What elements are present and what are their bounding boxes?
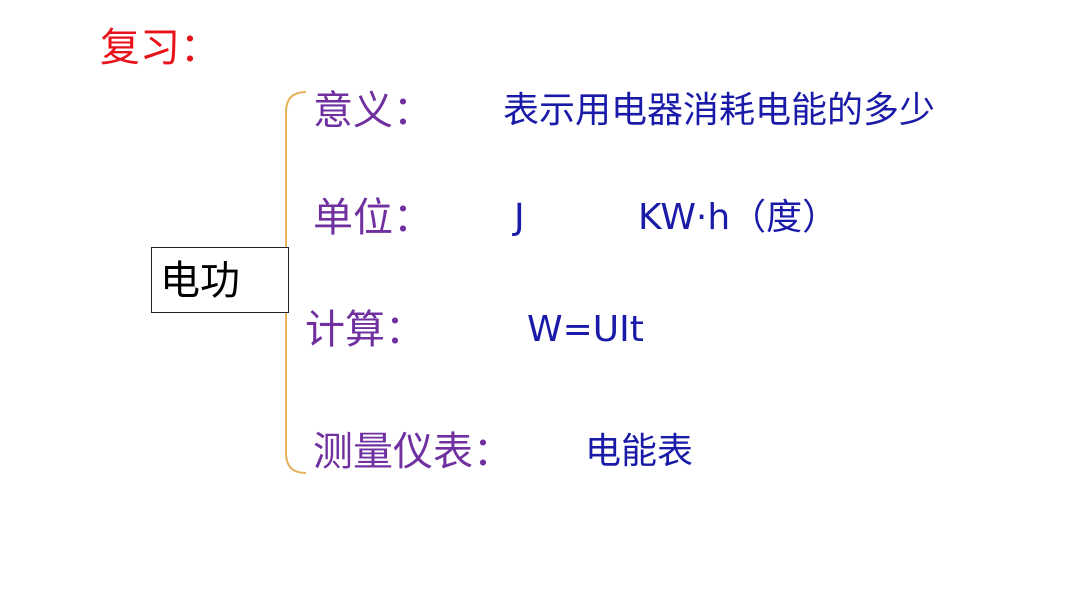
- instrument-label: 测量仪表：: [313, 429, 513, 475]
- curly-brace: [268, 91, 307, 474]
- unit-value-joule: J: [514, 197, 525, 238]
- topic-label: 电功: [160, 258, 240, 304]
- calculation-formula: W=UIt: [527, 309, 644, 350]
- topic-box: 电功: [151, 247, 289, 313]
- slide-title: 复习：: [100, 25, 220, 71]
- unit-label: 单位：: [313, 195, 433, 241]
- meaning-value: 表示用电器消耗电能的多少: [503, 90, 936, 131]
- calculation-label: 计算：: [305, 307, 425, 353]
- unit-value-kwh: KW·h（度）: [638, 197, 839, 238]
- instrument-value: 电能表: [585, 431, 694, 472]
- meaning-label: 意义：: [313, 88, 433, 134]
